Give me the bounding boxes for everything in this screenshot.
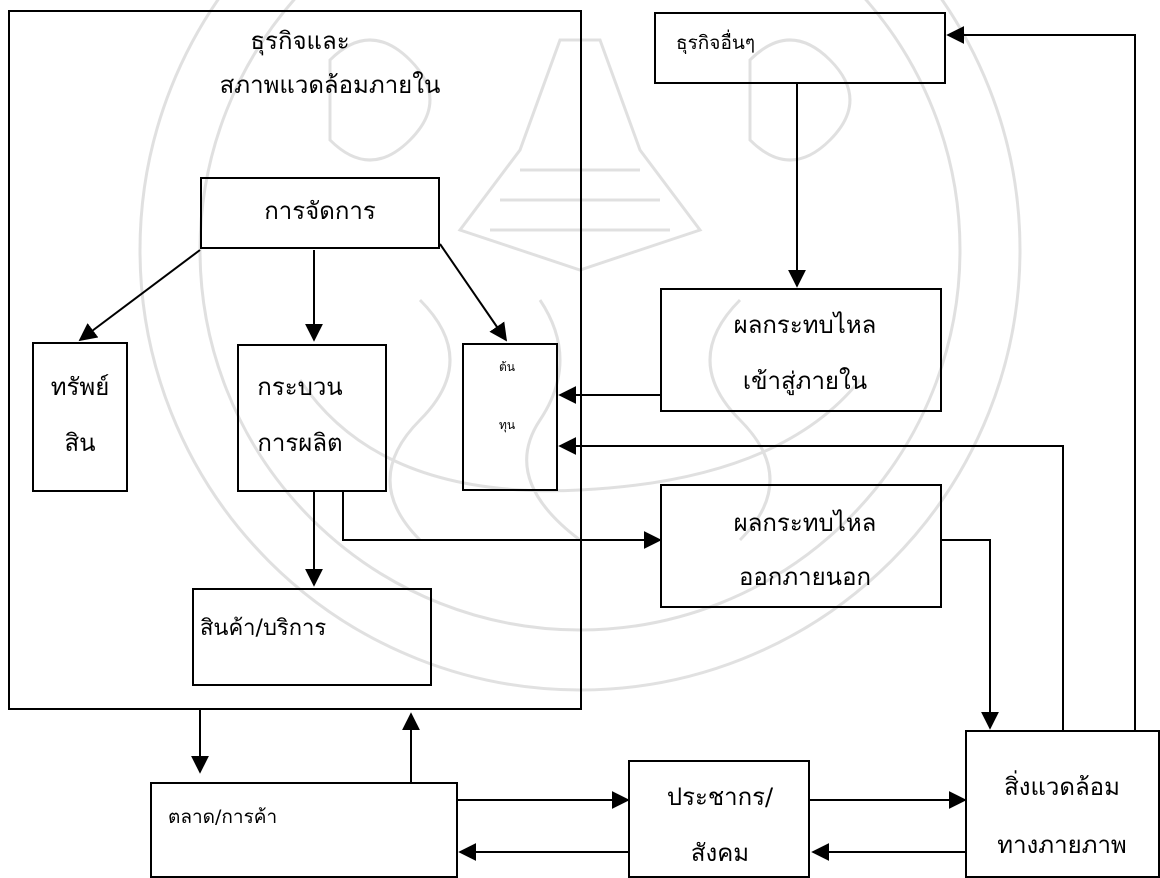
capital-label-line1: ต้น [499, 360, 515, 374]
other-business-box [654, 12, 946, 84]
spillover-out-box [660, 484, 942, 608]
management-box [200, 177, 440, 249]
arrow-physical-env-to-capital [558, 437, 1064, 730]
business-internal-title-line2: สภาพแวดล้อมภายใน [219, 71, 441, 99]
management-label: การจัดการ [264, 197, 376, 225]
spillover-in-label-line2: เข้าสู่ภายใน [742, 367, 868, 395]
market-label: ตลาด/การค้า [168, 806, 278, 828]
arrow-spillover-out-to-physical-env [940, 539, 999, 730]
production-label-line1: กระบวน [257, 373, 343, 401]
spillover-in-box [660, 288, 942, 412]
market-box [150, 782, 458, 878]
arrow-management-to-assets [78, 249, 201, 342]
capital-label-line2: ทุน [498, 418, 516, 432]
spillover-out-label-line1: ผลกระทบไหล [733, 509, 877, 537]
physical-env-label-line1: สิ่งแวดล้อม [1004, 773, 1120, 801]
physical-env-label-line2: ทางภายภาพ [997, 831, 1127, 859]
products-label: สินค้า/บริการ [200, 616, 327, 641]
population-label-line1: ประชากร/ [666, 783, 774, 811]
spillover-in-label-line1: ผลกระทบไหล [733, 311, 877, 339]
arrow-physical-env-to-other-business [946, 26, 1136, 730]
business-internal-box [8, 10, 582, 710]
arrow-production-to-spillover-out [342, 492, 662, 549]
assets-box [32, 342, 128, 492]
arrow-management-to-capital [439, 243, 508, 342]
other-business-label: ธุรกิจอื่นๆ [676, 32, 756, 54]
spillover-out-label-line2: ออกภายนอก [738, 563, 872, 591]
population-label-line2: สังคม [690, 839, 750, 867]
production-box [237, 344, 387, 492]
capital-box [462, 343, 558, 491]
assets-label-line2: สิน [64, 429, 96, 457]
assets-label-line1: ทรัพย์ [50, 373, 110, 401]
production-label-line2: การผลิต [257, 429, 343, 457]
products-box [192, 588, 432, 686]
business-internal-title-line1: ธุรกิจและ [250, 27, 350, 55]
